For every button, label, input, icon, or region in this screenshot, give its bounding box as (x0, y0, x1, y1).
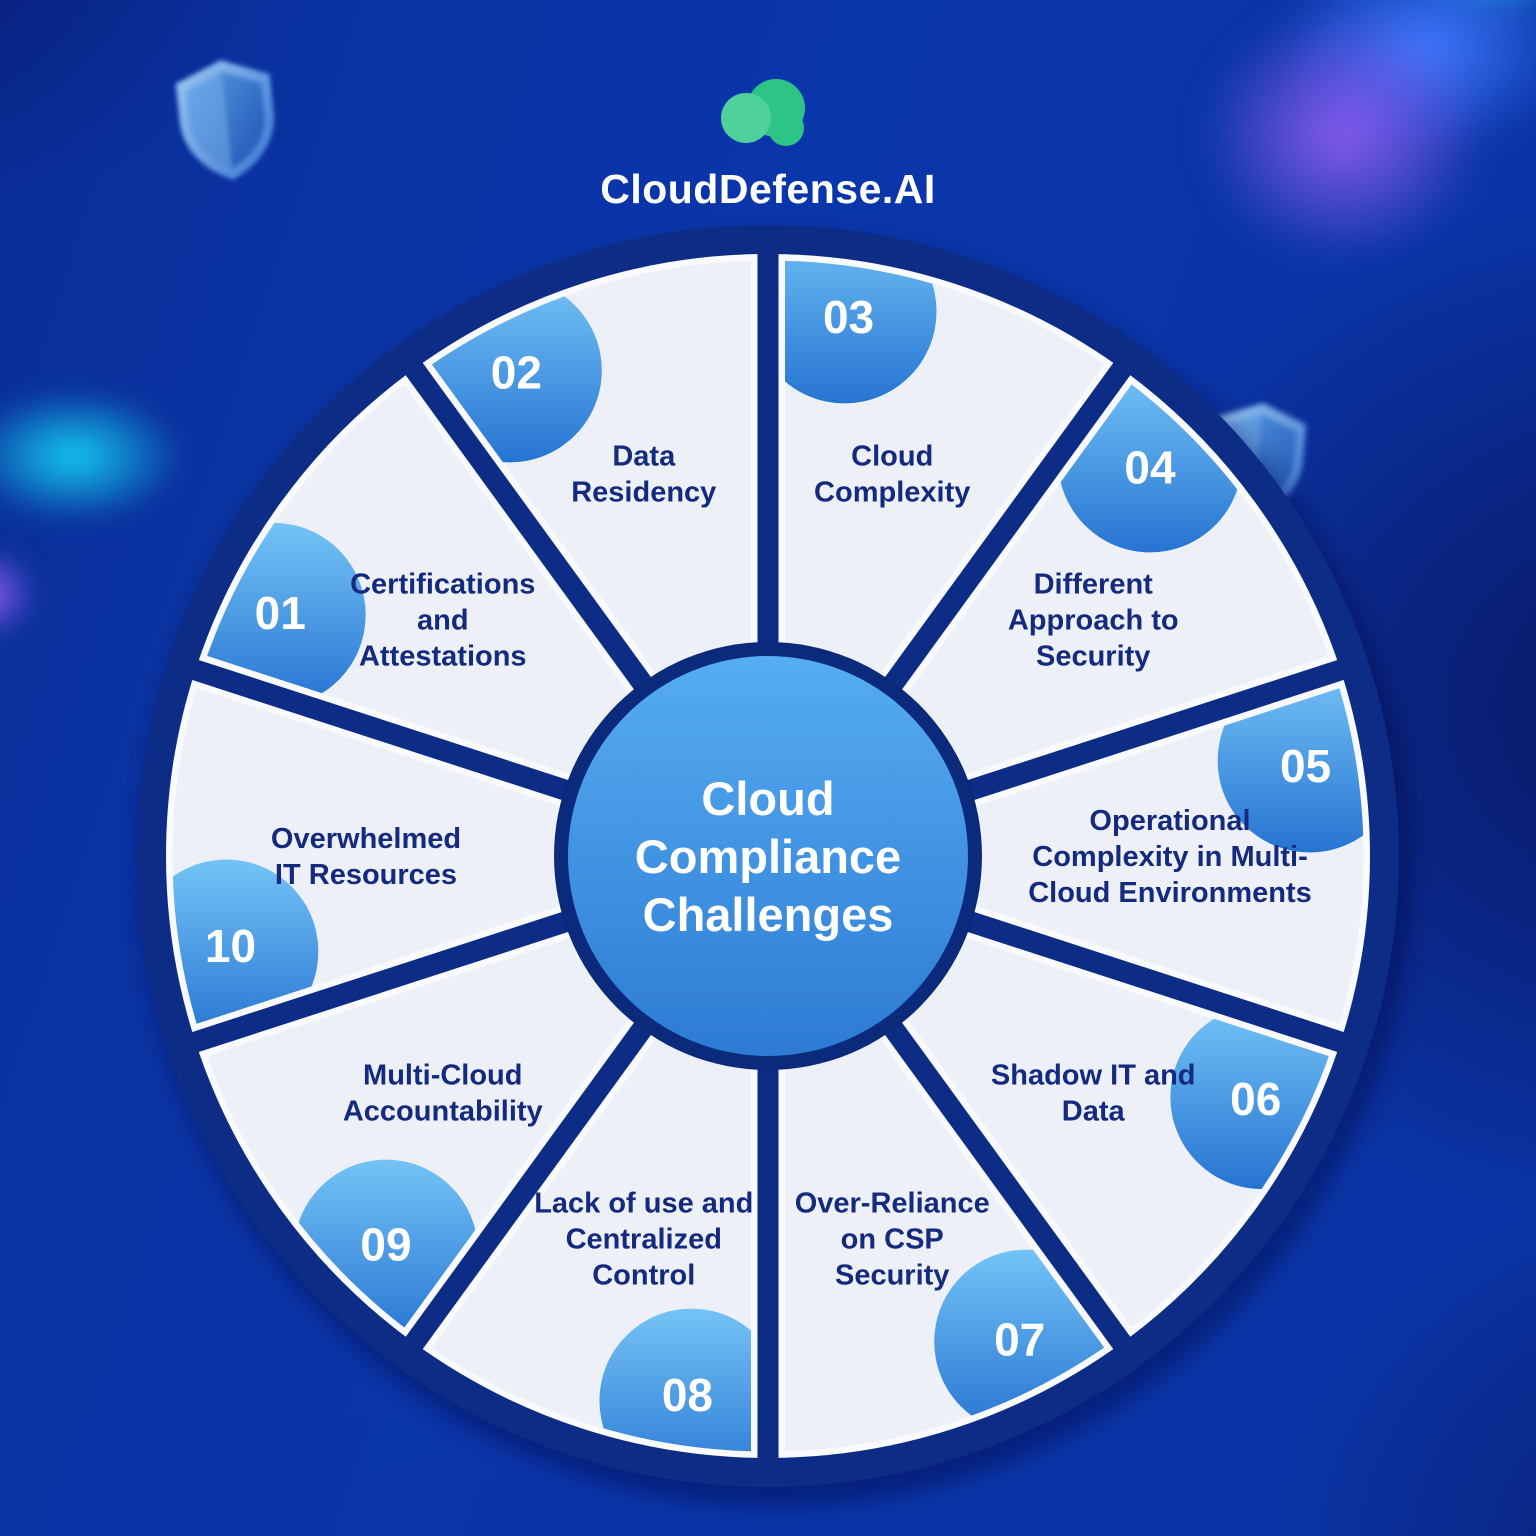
segment-label-line: Security (1036, 641, 1150, 673)
segment-label-line: Operational (1089, 805, 1250, 837)
segment-label-line: Over-Reliance (795, 1187, 990, 1219)
segment-label-line: Attestations (359, 641, 527, 673)
segment-label-line: Control (592, 1259, 695, 1291)
segment-rim-highlight (196, 1040, 418, 1342)
segment-label-line: Different (1034, 569, 1154, 601)
segment-label-line: Cloud (851, 441, 933, 473)
segment-label: Overwhelmed IT Resources (271, 823, 461, 891)
segment-number: 03 (823, 291, 874, 343)
segment-label-line: Multi-Cloud (363, 1059, 522, 1091)
segment-rim-highlight (167, 670, 202, 1042)
segment-label-line: Lack of use and (534, 1187, 753, 1219)
segment-number: 02 (491, 347, 542, 399)
segment-label-line: Data (612, 441, 676, 473)
shield-icon (175, 60, 274, 180)
segment-label-line: Complexity (814, 477, 970, 509)
segment-label-line: Overwhelmed (271, 823, 461, 855)
wheel-title-line: Challenges (643, 888, 894, 941)
segment-label-line: IT Resources (275, 859, 457, 891)
segment-label-line: on CSP (841, 1223, 944, 1255)
segment-number: 08 (662, 1369, 713, 1421)
segment-number: 04 (1124, 441, 1176, 493)
segment-rim-highlight (1118, 370, 1340, 672)
segment-label-line: Security (835, 1259, 949, 1291)
segment-rim-highlight (1118, 1040, 1340, 1342)
segment-rim-highlight (767, 255, 1121, 375)
segment-rim-highlight (415, 1337, 769, 1457)
wheel-title-line: Compliance (635, 830, 901, 883)
cloud-logo-icon (721, 79, 805, 146)
segment-number: 01 (255, 587, 306, 639)
segment-label: Over-Reliance on CSP Security (795, 1187, 990, 1291)
segment-label-line: Residency (571, 477, 716, 509)
segment-label-line: Complexity in Multi- (1032, 841, 1308, 873)
segment-label-line: Certifications (350, 569, 535, 601)
wheel-title-line: Cloud (701, 772, 834, 825)
segment-number: 06 (1230, 1073, 1281, 1125)
brand-logo: CloudDefense.AI (0, 74, 1536, 213)
segment-rim-highlight (767, 1337, 1121, 1457)
segment-number: 05 (1280, 740, 1331, 792)
segment-number: 10 (205, 920, 256, 972)
segment-label-line: and (417, 605, 469, 637)
segment-number: 09 (360, 1219, 411, 1271)
center-circle (568, 656, 968, 1056)
segment-label-line: Accountability (343, 1095, 543, 1127)
segment-label-line: Data (1062, 1095, 1126, 1127)
brand-name: CloudDefense.AI (600, 166, 936, 212)
segment-label-line: Centralized (566, 1223, 722, 1255)
segment-number: 07 (994, 1313, 1045, 1365)
segment-label-line: Approach to (1008, 605, 1179, 637)
segment-label-line: Shadow IT and (991, 1059, 1196, 1091)
segment-label-line: Cloud Environments (1028, 877, 1312, 909)
segment-rim-highlight (1334, 670, 1369, 1042)
segment-rim-highlight (415, 255, 769, 375)
